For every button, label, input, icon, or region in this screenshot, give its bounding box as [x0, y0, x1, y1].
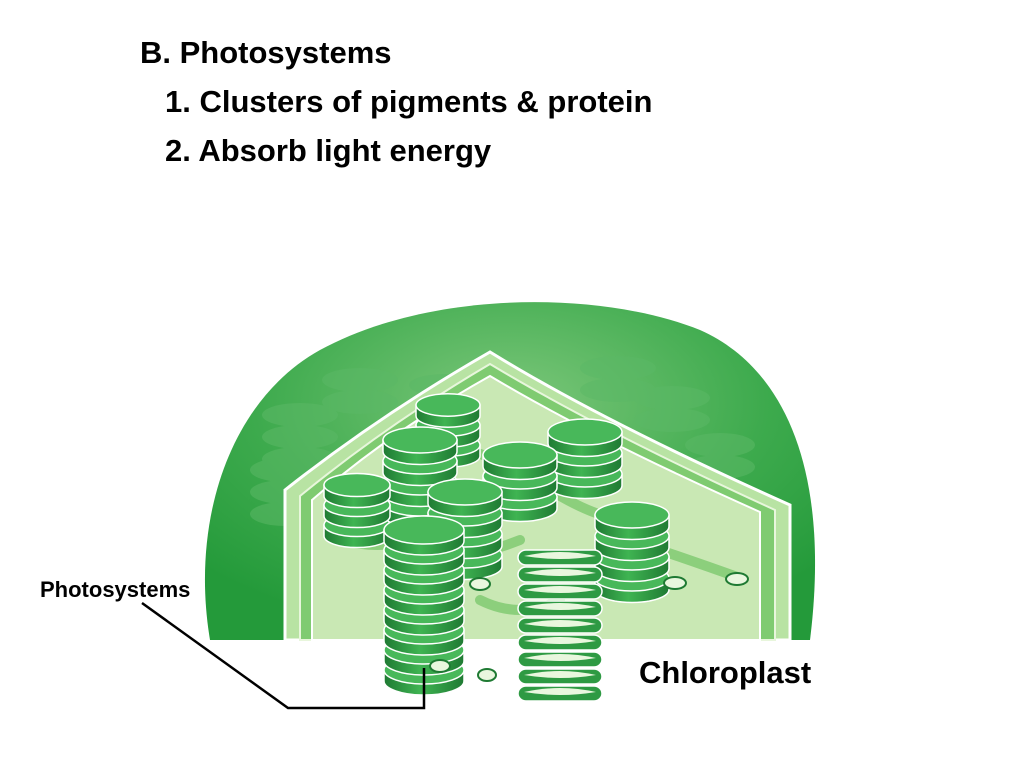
granum-stack: [323, 393, 670, 696]
chloroplast-label: Chloroplast: [639, 655, 812, 690]
thylakoid-disc: [323, 472, 391, 509]
background-grana: [250, 356, 755, 526]
photosystems-leader-line: [141, 601, 426, 710]
lamella-tube-ends: [429, 572, 749, 682]
slide-heading: B. Photosystems: [140, 35, 392, 70]
thylakoid-disc-cutaway: [517, 685, 603, 702]
thylakoid-disc-cutaway: [517, 583, 603, 600]
thylakoid-disc-cutaway: [517, 549, 603, 566]
thylakoid-disc: [482, 441, 558, 481]
thylakoid-stack-cutaway: [517, 549, 603, 702]
photosystems-label: Photosystems: [40, 577, 191, 602]
thylakoid-disc: [383, 515, 465, 556]
thylakoid-disc: [547, 418, 623, 458]
thylakoid-disc: [415, 393, 481, 428]
thylakoid-disc-cutaway: [517, 668, 603, 685]
thylakoid-disc: [594, 501, 670, 541]
bullet-point-1: 1. Clusters of pigments & protein: [165, 84, 653, 119]
thylakoid-disc-cutaway: [517, 651, 603, 668]
bullet-point-2: 2. Absorb light energy: [165, 133, 492, 168]
thylakoid-disc: [382, 426, 458, 466]
thylakoid-disc-cutaway: [517, 566, 603, 583]
thylakoid-disc-cutaway: [517, 617, 603, 634]
thylakoid-disc-cutaway: [517, 600, 603, 617]
thylakoid-disc-cutaway: [517, 634, 603, 651]
thylakoid-disc: [427, 478, 503, 518]
